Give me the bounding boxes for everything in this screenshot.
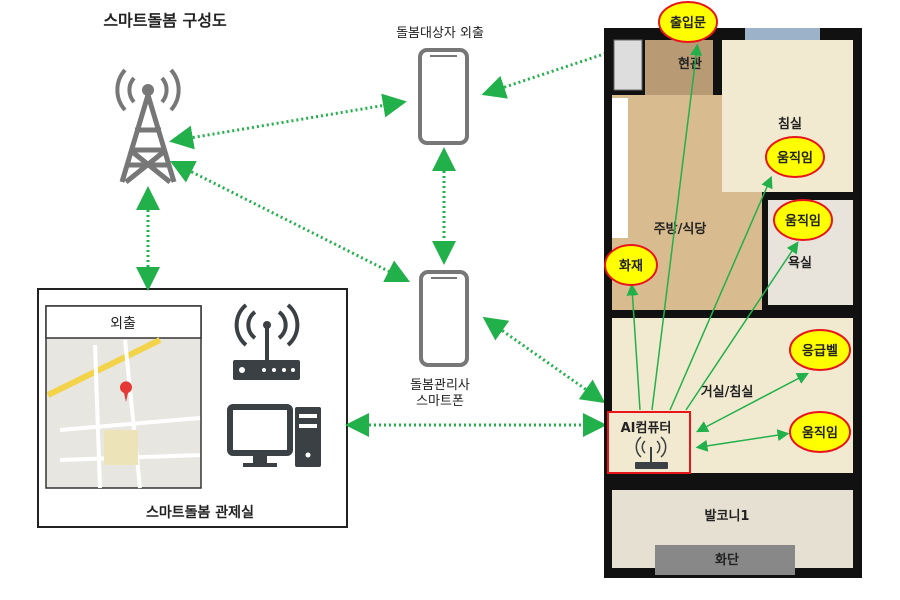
link-phone-door bbox=[481, 31, 661, 99]
room-entrance: 현관 bbox=[678, 56, 702, 72]
desktop-computer-icon bbox=[227, 404, 321, 467]
phone-manager-label-2: 스마트폰 bbox=[416, 394, 464, 409]
diagram-title: 스마트돌봄 구성도 bbox=[103, 11, 227, 30]
floorplan bbox=[604, 28, 862, 578]
phone-manager-icon bbox=[419, 270, 469, 367]
sensor-bubble-fire: 화재 bbox=[604, 244, 658, 286]
sensor-bubble-motion-living: 움직임 bbox=[789, 411, 851, 453]
room-bathroom: 욕실 bbox=[788, 255, 812, 271]
svg-text:출입문: 출입문 bbox=[670, 15, 706, 31]
link-tower-phone-outing bbox=[169, 93, 407, 150]
room-living: 거실/침실 bbox=[701, 384, 754, 400]
sensor-bubble-motion-bedroom: 움직임 bbox=[765, 136, 825, 178]
phone-outing-icon bbox=[418, 48, 469, 145]
map-header bbox=[45, 305, 202, 339]
map-pin-icon bbox=[119, 381, 132, 402]
svg-text:응급벨: 응급벨 bbox=[802, 344, 838, 359]
map-image bbox=[46, 337, 201, 489]
phone-outing-label: 돌봄대상자 외출 bbox=[396, 26, 484, 41]
link-phone-ai bbox=[482, 316, 606, 404]
sensor-bubble-door: 출입문 bbox=[658, 1, 718, 43]
sensor-bubble-motion-bath: 움직임 bbox=[773, 199, 833, 241]
room-kitchen: 주방/식당 bbox=[654, 221, 707, 237]
cell-tower-icon bbox=[115, 68, 181, 184]
svg-text:움직임: 움직임 bbox=[802, 425, 838, 441]
ai-computer-label: AI컴퓨터 bbox=[621, 420, 672, 436]
svg-text:움직임: 움직임 bbox=[785, 213, 821, 229]
room-garden: 화단 bbox=[715, 552, 739, 568]
phone-manager-label-1: 돌봄관리사 bbox=[410, 378, 470, 393]
sensor-bubble-emergency: 응급벨 bbox=[789, 329, 851, 371]
room-balcony: 발코니1 bbox=[705, 508, 750, 524]
router-icon bbox=[233, 303, 300, 380]
ai-router-icon bbox=[635, 436, 668, 469]
svg-text:움직임: 움직임 bbox=[777, 150, 813, 166]
link-tower-phone-manager bbox=[169, 160, 411, 283]
map-header-label: 외출 bbox=[110, 316, 136, 332]
sensor-links bbox=[626, 43, 809, 452]
control-room-label: 스마트돌봄 관제실 bbox=[146, 504, 254, 521]
room-bedroom: 침실 bbox=[778, 116, 802, 132]
network-links bbox=[136, 31, 661, 437]
svg-text:화재: 화재 bbox=[619, 258, 643, 274]
